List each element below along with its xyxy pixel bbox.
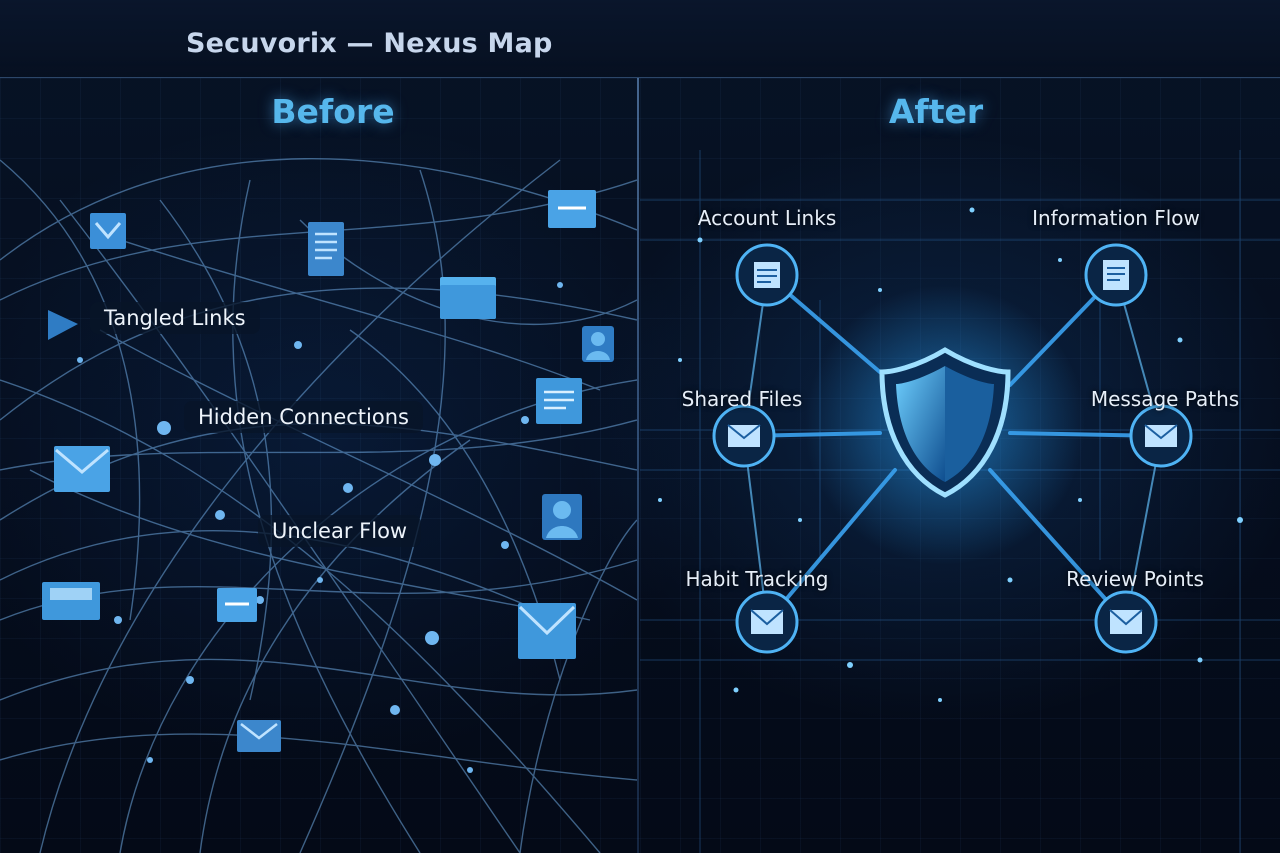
label-message-paths: Message Paths bbox=[1090, 387, 1240, 411]
envelope-icon bbox=[217, 588, 257, 622]
glow-dots bbox=[658, 207, 1243, 702]
shield-icon bbox=[879, 347, 1011, 498]
tangled-junctions bbox=[77, 282, 563, 773]
label-shared-files: Shared Files bbox=[681, 387, 803, 411]
app-title: Secuvorix — Nexus Map bbox=[186, 28, 553, 59]
panel-divider bbox=[637, 78, 639, 853]
document-icon bbox=[536, 378, 582, 424]
junction-node bbox=[186, 676, 194, 684]
junction-node bbox=[147, 757, 153, 763]
envelope-icon bbox=[548, 190, 596, 228]
user-icon bbox=[582, 326, 614, 362]
envelope-icon bbox=[237, 720, 281, 752]
envelope-icon bbox=[90, 213, 126, 249]
junction-node bbox=[114, 616, 122, 624]
junction-node bbox=[429, 454, 441, 466]
node-message-paths bbox=[1129, 404, 1193, 468]
junction-node bbox=[215, 510, 225, 520]
node-shared-files bbox=[712, 404, 776, 468]
label-habit-tracking: Habit Tracking bbox=[685, 567, 829, 591]
after-title: After bbox=[888, 92, 984, 131]
user-icon bbox=[542, 494, 582, 540]
envelope-icon bbox=[42, 582, 100, 620]
tangled-network bbox=[0, 158, 637, 853]
junction-node bbox=[467, 767, 473, 773]
envelope-icon bbox=[48, 310, 78, 340]
junction-node bbox=[256, 596, 264, 604]
envelope-icon bbox=[54, 446, 110, 492]
junction-node bbox=[521, 416, 529, 424]
header-bar: Secuvorix — Nexus Map bbox=[0, 0, 1280, 78]
junction-node bbox=[501, 541, 509, 549]
label-unclear-flow: Unclear Flow bbox=[258, 515, 422, 547]
folder-icon bbox=[518, 603, 576, 659]
junction-node bbox=[317, 577, 323, 583]
node-habit-tracking bbox=[735, 590, 799, 654]
junction-node bbox=[425, 631, 439, 645]
node-account-links bbox=[735, 243, 799, 307]
folder-icon bbox=[440, 277, 496, 319]
node-information-flow bbox=[1084, 243, 1148, 307]
junction-node bbox=[343, 483, 353, 493]
document-icon bbox=[308, 222, 344, 276]
label-account-links: Account Links bbox=[697, 206, 837, 230]
before-title: Before bbox=[271, 92, 395, 131]
node-review-points bbox=[1094, 590, 1158, 654]
label-information-flow: Information Flow bbox=[1032, 206, 1200, 230]
label-tangled-links: Tangled Links bbox=[90, 302, 260, 334]
junction-node bbox=[390, 705, 400, 715]
junction-node bbox=[294, 341, 302, 349]
label-hidden-connections: Hidden Connections bbox=[184, 401, 423, 433]
junction-node bbox=[77, 357, 83, 363]
junction-node bbox=[157, 421, 171, 435]
label-review-points: Review Points bbox=[1066, 567, 1204, 591]
junction-node bbox=[557, 282, 563, 288]
